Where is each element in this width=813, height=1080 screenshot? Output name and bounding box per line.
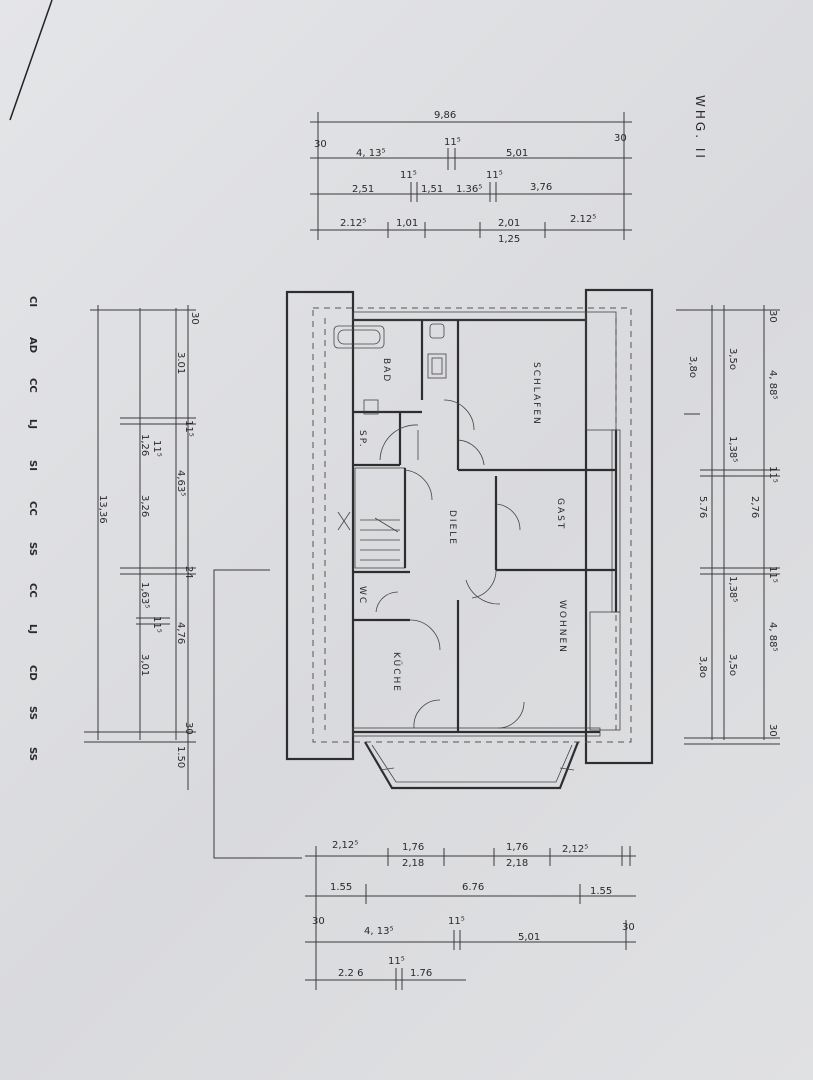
dim-left-30-bottom: 30 [183,722,194,735]
room-label-diele: DIELE [447,510,457,546]
dim-left-l: 3,01 [139,654,150,676]
dim-bottom-h: 6.76 [462,882,484,893]
staircase [337,511,400,561]
dim-top-30-right: 30 [614,133,627,144]
dim-top-m: 1,25 [498,234,520,245]
dim-left-a: 3.01 [175,352,186,374]
dim-top-n: 2.12⁵ [570,214,596,225]
dim-top-l: 2,01 [498,218,520,229]
pen-stroke-mark [9,0,53,121]
dim-bottom-b: 1,76 [402,842,424,853]
right-dimension-chain [676,305,780,745]
dim-left-g: 13,36 [97,495,108,524]
building-outline-bracket [213,569,302,859]
dim-left-i: 1,63⁵ [139,582,150,608]
legend-code-9: CD [27,665,38,681]
room-label-gast: GAST [555,498,565,530]
dim-right-k: 3,5o [727,654,738,676]
floor-plan-walls [285,288,654,765]
legend-symbol-column: CI AD CC LJ SI CC SS CC LJ CD SS SS [27,296,38,761]
legend-code-0: CI [27,296,38,307]
door-swings [375,399,525,729]
dim-bottom-c: 2,18 [402,858,424,869]
dim-bottom-k: 11⁵ [448,916,465,927]
dim-top-d: 2,51 [352,184,374,195]
dim-top-j: 2.12⁵ [340,218,366,229]
dim-right-30-top: 30 [767,310,778,323]
dim-left-d: 11⁵ [151,440,162,457]
dim-top-total: 9,86 [434,110,456,121]
legend-code-2: CC [27,378,38,393]
dim-right-g: 5.76 [697,496,708,518]
legend-code-5: CC [27,501,38,516]
dim-left-30-top: 30 [189,312,200,325]
dim-top-b: 11⁵ [444,137,461,148]
dim-top-c: 5,01 [506,148,528,159]
bay-window [364,741,580,790]
dim-right-f: 2,76 [749,496,760,518]
dim-bottom-i: 1.55 [590,886,612,897]
dim-right-j: 4, 88⁵ [767,622,778,651]
dim-right-a: 3,5o [727,348,738,370]
dim-right-l: 3,8o [697,656,708,678]
legend-code-1: AD [27,337,38,353]
legend-code-4: SI [27,460,38,471]
dim-right-e: 11⁵ [767,466,778,483]
room-label-wohnen: WOHNEN [557,600,567,654]
dim-right-h: 11⁵ [767,566,778,583]
dim-left-j: 11⁵ [151,616,162,633]
legend-code-7: CC [27,583,38,598]
dim-left-f: 3,26 [139,495,150,517]
dim-bottom-m: 5,01 [518,932,540,943]
room-label-bad: BAD [381,358,391,383]
dim-bottom-n: 2.2 6 [338,968,363,979]
dim-left-e: 4,63⁵ [175,470,186,496]
dim-bottom-e: 2,18 [506,858,528,869]
bottom-dimension-chain [305,846,636,990]
dim-top-h: 11⁵ [486,170,503,181]
dim-top-30-left: 30 [314,139,327,150]
room-label-kueche: KÜCHE [391,652,402,693]
drawing-title: WHG. II [693,95,707,161]
dim-bottom-a: 2,12⁵ [332,840,358,851]
dim-left-c: 1,26 [139,434,150,456]
dim-bottom-30-left: 30 [312,916,325,927]
dim-bottom-p: 1.76 [410,968,432,979]
dim-right-c: 3,8o [687,356,698,378]
top-dimension-chain [310,112,632,240]
dim-right-b: 4, 88⁵ [767,370,778,399]
dim-top-g: 1.36⁵ [456,184,482,195]
room-label-schlafen: SCHLAFEN [531,362,541,426]
dim-top-i: 3,76 [530,182,552,193]
left-dimension-chain [84,305,196,790]
legend-code-10: SS [27,706,38,720]
dim-bottom-f: 2,12⁵ [562,844,588,855]
room-label-sp: SP. [357,430,367,449]
dim-left-m: 1.50 [175,746,186,768]
dim-left-h: 24 [183,566,194,579]
dim-bottom-g: 1.55 [330,882,352,893]
dim-right-i: 1,38⁵ [727,576,738,602]
dim-left-b: 11⁵ [183,420,194,437]
dim-top-e: 11⁵ [400,170,417,181]
dim-top-f: 1,51 [421,184,443,195]
dim-top-a: 4, 13⁵ [356,148,385,159]
bathroom-fixtures [333,323,447,415]
dim-bottom-d: 1,76 [506,842,528,853]
legend-code-11: SS [27,747,38,761]
legend-code-8: LJ [27,624,38,634]
dim-top-k: 1,01 [396,218,418,229]
dim-bottom-o: 11⁵ [388,956,405,967]
dim-bottom-j: 4, 13⁵ [364,926,393,937]
dim-left-k: 4,76 [175,622,186,644]
legend-code-3: LJ [27,419,38,429]
dim-right-d: 1,38⁵ [727,436,738,462]
legend-code-6: SS [27,542,38,556]
dim-right-30-bottom: 30 [767,724,778,737]
room-label-wc: WC [357,586,367,605]
dim-bottom-30-right: 30 [622,922,635,933]
